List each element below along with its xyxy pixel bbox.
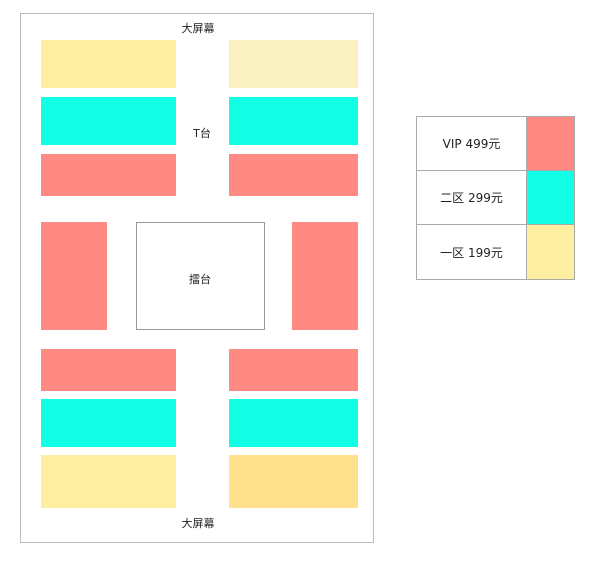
seat-block-zone1-top-left[interactable] xyxy=(41,40,176,88)
seat-block-vip-top-right[interactable] xyxy=(229,154,358,196)
seat-block-vip-bottom-right[interactable] xyxy=(229,349,358,391)
seat-block-vip-right[interactable] xyxy=(292,222,358,330)
seat-block-zone1-bottom-right[interactable] xyxy=(229,455,358,508)
runway-label: T台 xyxy=(193,127,211,140)
legend-swatch xyxy=(527,171,574,224)
venue-map xyxy=(20,13,374,543)
legend-row-zone2: 二区 299元 xyxy=(417,171,574,225)
seat-block-zone2-bottom-right[interactable] xyxy=(229,399,358,447)
top-screen-label: 大屏幕 xyxy=(181,22,215,35)
seat-block-zone2-bottom-left[interactable] xyxy=(41,399,176,447)
legend-label: 一区 199元 xyxy=(417,225,527,279)
seat-block-vip-top-left[interactable] xyxy=(41,154,176,196)
legend-row-zone1: 一区 199元 xyxy=(417,225,574,279)
seat-block-vip-left[interactable] xyxy=(41,222,107,330)
legend-swatch xyxy=(527,117,574,170)
price-legend: VIP 499元 二区 299元 一区 199元 xyxy=(416,116,575,280)
seat-block-zone2-top-right[interactable] xyxy=(229,97,358,145)
legend-swatch xyxy=(527,225,574,279)
stage-label: 擂台 xyxy=(189,273,211,286)
legend-label: 二区 299元 xyxy=(417,171,527,224)
bottom-screen-label: 大屏幕 xyxy=(181,517,215,530)
seat-block-zone1-top-right[interactable] xyxy=(229,40,358,88)
legend-label: VIP 499元 xyxy=(417,117,527,170)
legend-row-vip: VIP 499元 xyxy=(417,117,574,171)
seat-block-vip-bottom-left[interactable] xyxy=(41,349,176,391)
seat-block-zone1-bottom-left[interactable] xyxy=(41,455,176,508)
stage xyxy=(136,222,265,330)
seat-block-zone2-top-left[interactable] xyxy=(41,97,176,145)
